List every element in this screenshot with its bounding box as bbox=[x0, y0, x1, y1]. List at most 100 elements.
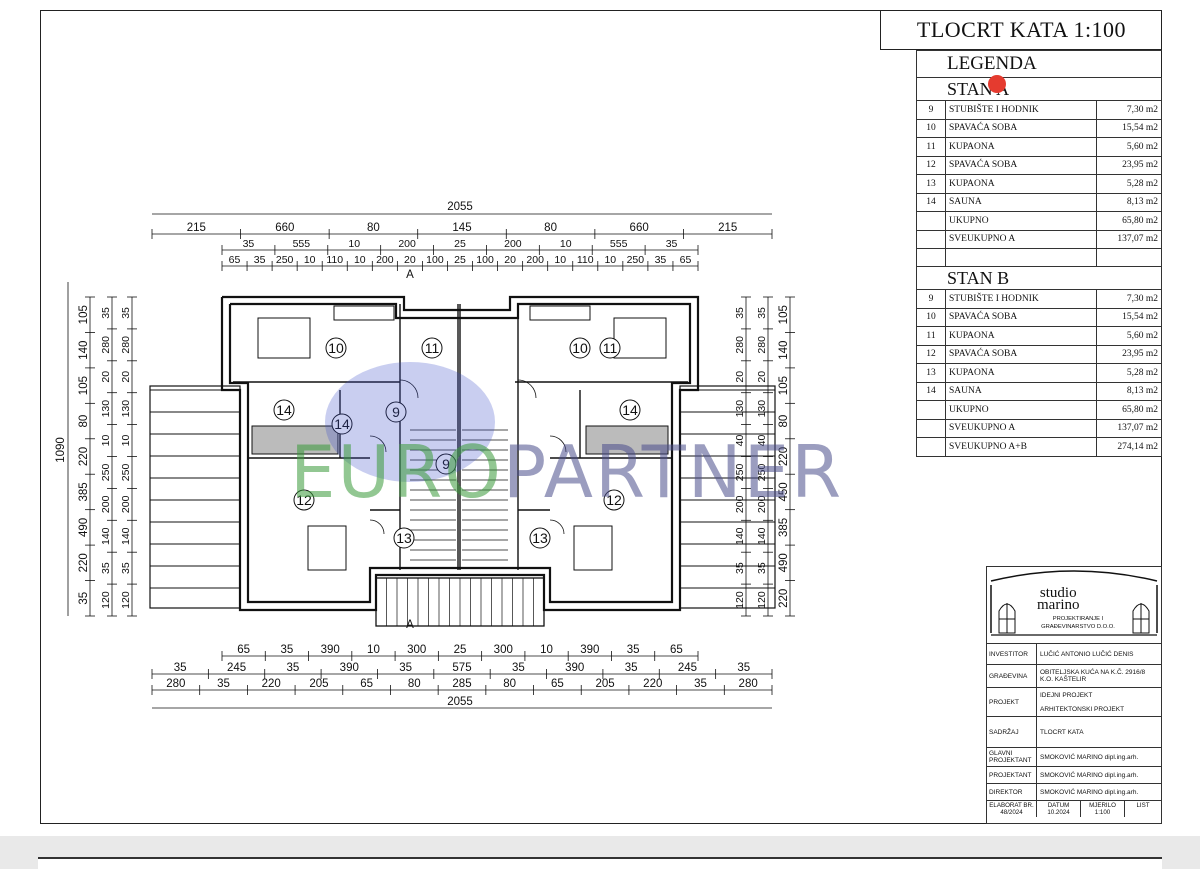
dimension-label: 280 bbox=[756, 336, 768, 354]
dimension-label: 35 bbox=[756, 562, 768, 574]
room-number: 11 bbox=[603, 340, 618, 356]
room-number: 9 bbox=[916, 100, 946, 120]
dimension-label: 130 bbox=[756, 400, 768, 418]
room-area: 5,60 m2 bbox=[1096, 137, 1162, 157]
dimension-label: 280 bbox=[120, 336, 132, 354]
dimension-label: 250 bbox=[734, 464, 746, 482]
room-name: KUPAONA bbox=[945, 137, 1097, 157]
stan-b-ukupno-label: UKUPNO bbox=[945, 400, 1097, 420]
bed bbox=[307, 525, 347, 571]
door-swing bbox=[549, 519, 565, 535]
dimension-label: 300 bbox=[494, 644, 513, 656]
datum-value: 10.2024 bbox=[1047, 809, 1070, 816]
room-number: 11 bbox=[916, 326, 946, 346]
dimension-label: 65 bbox=[229, 254, 241, 266]
room-number: 12 bbox=[606, 492, 622, 508]
room-number: 9 bbox=[442, 456, 450, 472]
stan-a-sveukupno-label: SVEUKUPNO A bbox=[945, 229, 1097, 249]
room-name: KUPAONA bbox=[945, 363, 1097, 383]
room-area: 15,54 m2 bbox=[1096, 118, 1162, 138]
dimension-label: 385 bbox=[778, 518, 790, 537]
dimension-label: 300 bbox=[407, 644, 426, 656]
stan-a-ukupno-value: 65,80 m2 bbox=[1096, 211, 1162, 231]
dimension-label: 35 bbox=[78, 592, 90, 605]
room-number-circle bbox=[603, 489, 625, 511]
investitor-label: INVESTITOR bbox=[987, 644, 1037, 664]
wardrobe bbox=[529, 305, 591, 321]
room-number-circle bbox=[385, 401, 407, 423]
dimension-label: 10 bbox=[540, 644, 553, 656]
investitor-value: LUČIĆ ANTONIO LUČIĆ DENIS bbox=[1040, 650, 1134, 658]
list-cell: LIST bbox=[1125, 801, 1161, 817]
dimension-label: 390 bbox=[565, 662, 584, 674]
dimension-label: 555 bbox=[293, 238, 311, 250]
gradevina-value: OBITELJSKA KUĆA NA K.Č. 2916/8 K.O. KAŠT… bbox=[1040, 669, 1146, 683]
sauna-bench bbox=[251, 425, 339, 455]
dimension-label: 250 bbox=[120, 464, 132, 482]
dimension-label: 140 bbox=[78, 341, 90, 360]
dimension-total: 1090 bbox=[55, 437, 67, 463]
eu-stars-logo bbox=[325, 362, 495, 482]
dimension-label: 40 bbox=[734, 435, 746, 447]
room-number: 13 bbox=[916, 174, 946, 194]
dimension-label: 35 bbox=[243, 238, 255, 250]
dimension-label: 25 bbox=[454, 644, 467, 656]
dimension-label: 20 bbox=[404, 254, 416, 266]
dimension-label: 200 bbox=[376, 254, 394, 266]
room-name: SPAVAĆA SOBA bbox=[945, 155, 1097, 175]
door-swing bbox=[369, 435, 387, 453]
door-swing bbox=[517, 379, 537, 399]
dimension-label: 280 bbox=[734, 336, 746, 354]
projektant-label: PROJEKTANT bbox=[987, 767, 1037, 783]
dimension-label: 200 bbox=[526, 254, 544, 266]
dimension-label: 110 bbox=[326, 254, 343, 266]
room-number: 11 bbox=[425, 340, 440, 356]
dimension-label: 35 bbox=[174, 662, 187, 674]
room-number: 9 bbox=[392, 404, 400, 420]
mjerilo-label: MJERILO bbox=[1089, 802, 1116, 809]
dimension-label: 490 bbox=[778, 553, 790, 572]
room-name: SAUNA bbox=[945, 381, 1097, 401]
dimension-label: 40 bbox=[756, 435, 768, 447]
dimension-label: 220 bbox=[778, 589, 790, 608]
dimension-label: 10 bbox=[604, 254, 616, 266]
dimension-label: 130 bbox=[100, 400, 112, 418]
dimension-label: 35 bbox=[100, 562, 112, 574]
dimension-label: 35 bbox=[627, 644, 640, 656]
dimension-label: 20 bbox=[100, 371, 112, 383]
terrace-right bbox=[679, 385, 776, 609]
dimension-label: 390 bbox=[340, 662, 359, 674]
section-mark: A bbox=[406, 619, 414, 631]
room-number: 10 bbox=[916, 118, 946, 138]
bed bbox=[573, 525, 613, 571]
room-number: 12 bbox=[916, 344, 946, 364]
dimension-label: 35 bbox=[756, 307, 768, 319]
dimension-label: 130 bbox=[120, 400, 132, 418]
dimension-label: 35 bbox=[734, 307, 746, 319]
dimension-label: 65 bbox=[670, 644, 683, 656]
room-number-circle bbox=[569, 337, 591, 359]
projektant-value: SMOKOVIĆ MARINO dipl.ing.arh. bbox=[1040, 771, 1139, 779]
dimension-label: 250 bbox=[756, 464, 768, 482]
room-name: SPAVAĆA SOBA bbox=[945, 118, 1097, 138]
room-name: SAUNA bbox=[945, 192, 1097, 212]
stan-b-sveukupno-ab-value: 274,14 m2 bbox=[1096, 437, 1162, 457]
dimension-label: 35 bbox=[737, 662, 750, 674]
dimension-label: 555 bbox=[610, 238, 628, 250]
dimension-total: 2055 bbox=[447, 696, 473, 708]
dimension-label: 250 bbox=[100, 464, 112, 482]
room-area: 5,28 m2 bbox=[1096, 174, 1162, 194]
bed bbox=[257, 317, 311, 359]
